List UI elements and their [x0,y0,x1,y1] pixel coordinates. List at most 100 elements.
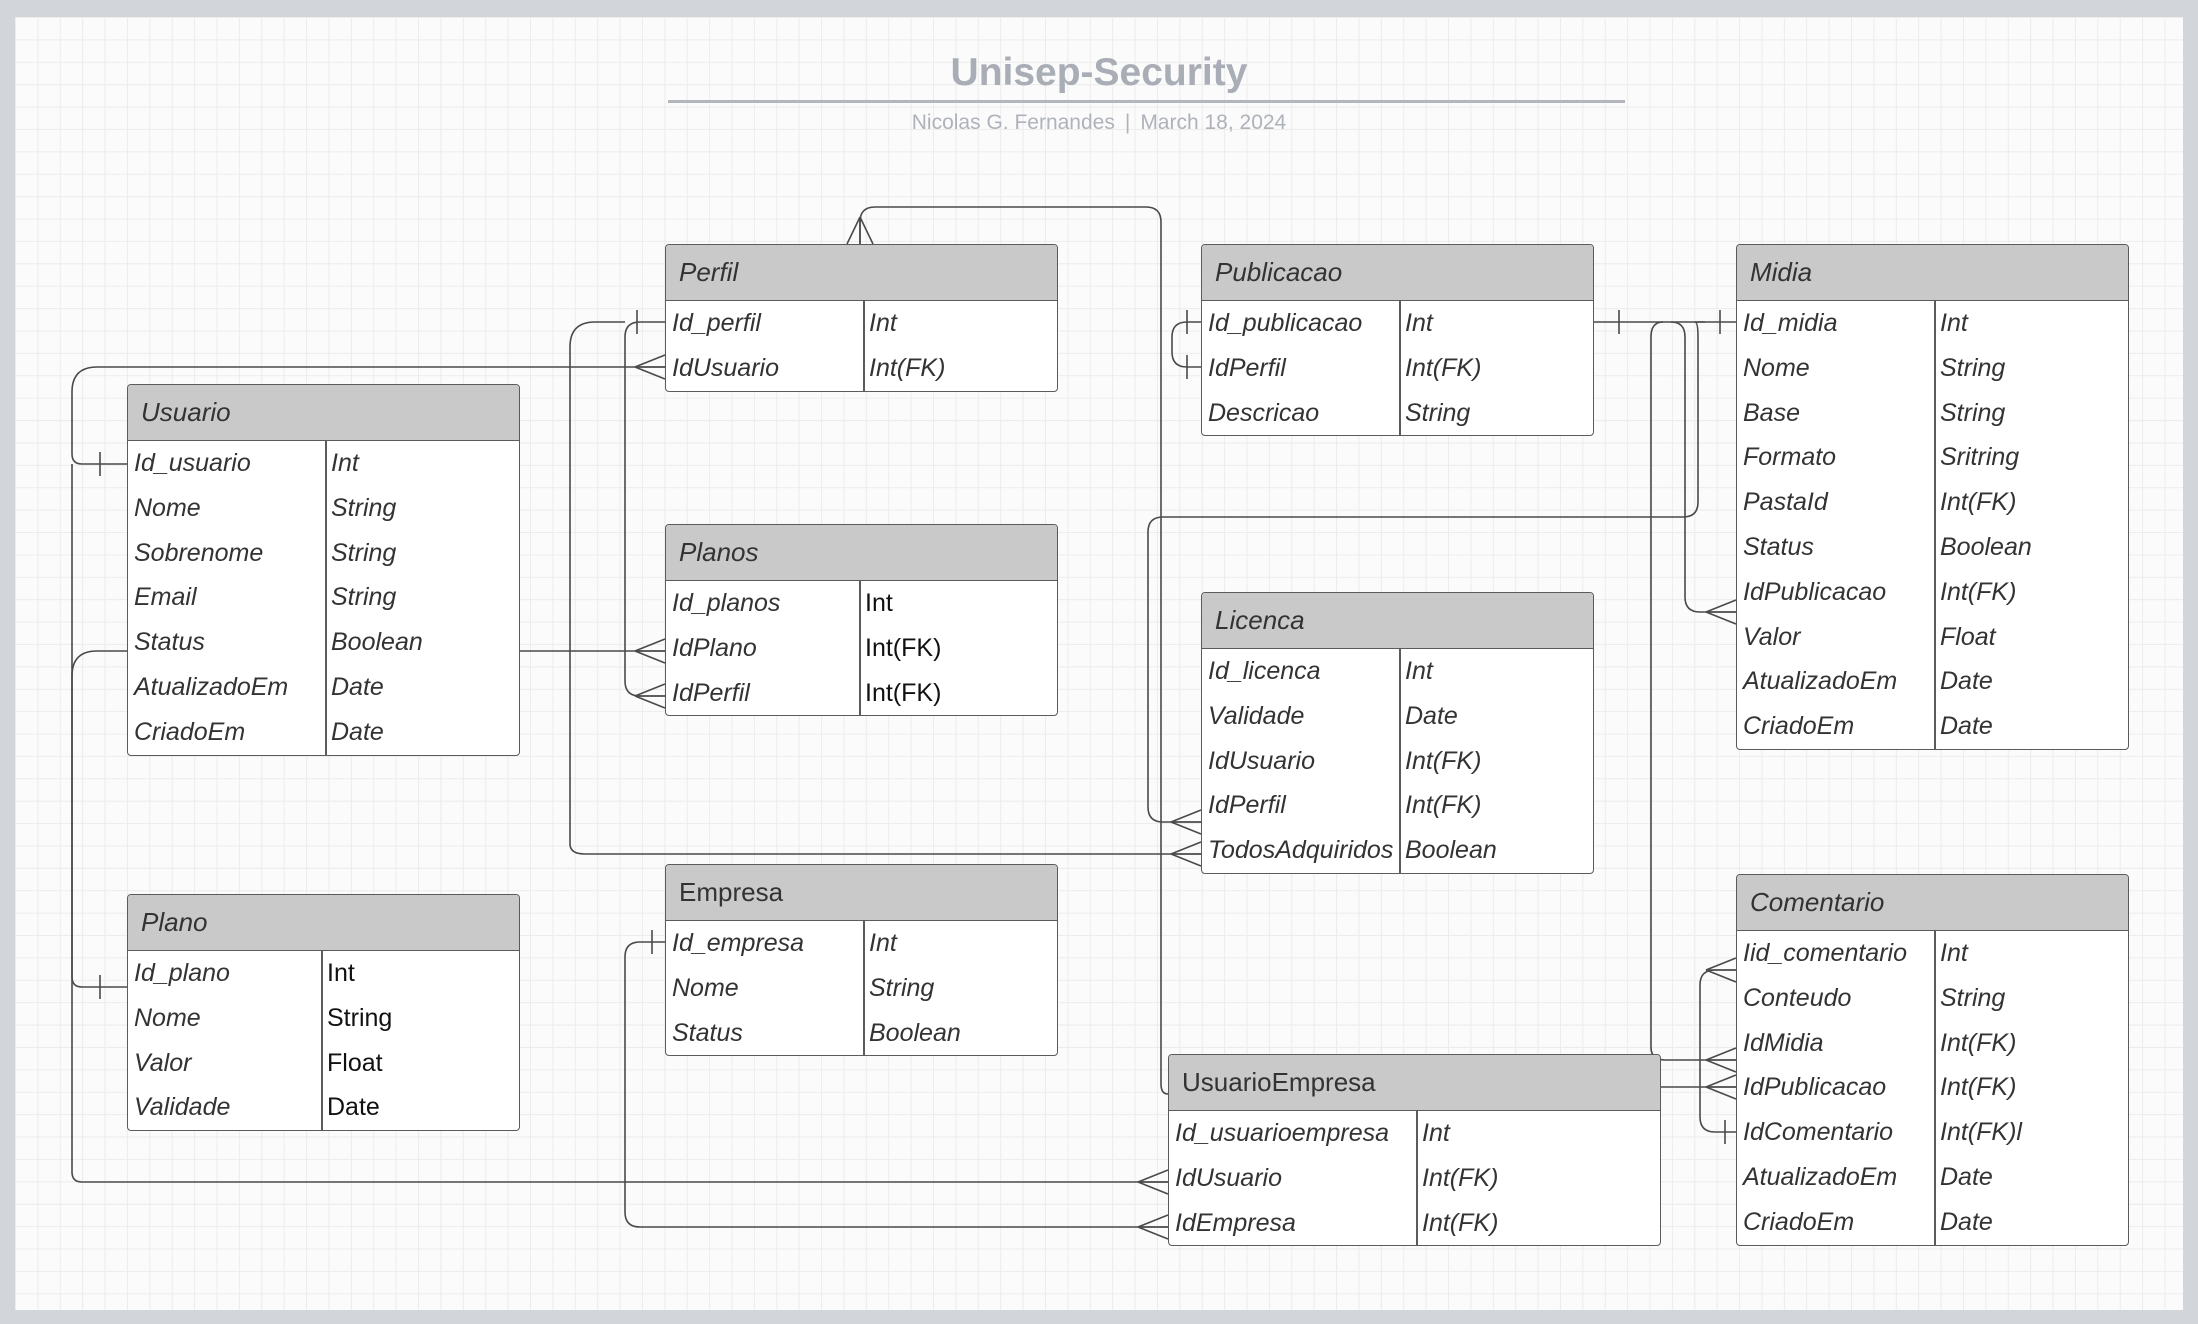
field-name: Iid_comentario [1743,939,1907,967]
crow-foot-marker [1170,841,1202,867]
field-name: Status [1743,532,1814,561]
field-type: Int [327,959,355,987]
field-type: Date [1940,1207,1993,1236]
field-name: Status [672,1018,743,1047]
entity-title: Licenca [1202,593,1593,649]
diagram-date: March 18, 2024 [1140,111,1287,134]
field-name: IdPerfil [1208,353,1286,382]
title-divider [668,100,1625,103]
field-name: Validade [134,1093,231,1122]
link-usuario-usuarioempresa [71,650,1168,1183]
field-type: Int(FK) [1940,1073,2017,1102]
field-row[interactable]: IdPublicacao Int(FK) [1737,1065,2128,1110]
crow-foot-marker [846,216,874,245]
field-type: Boolean [1405,836,1497,865]
field-name: AtualizadoEm [134,672,289,701]
field-type: Int(FK) [1422,1163,1499,1192]
field-name: Valor [1743,622,1801,651]
field-type: Date [331,672,384,701]
field-name: PastaId [1743,488,1828,517]
field-name: IdPlano [672,633,757,662]
subtitle-separator: | [1124,111,1131,134]
field-name: IdMidia [1743,1028,1824,1057]
field-row[interactable]: AtualizadoEm Date [128,665,519,710]
field-type: Int(FK) [1405,746,1482,775]
field-name: AtualizadoEm [1743,667,1898,696]
column-divider [859,581,861,716]
field-name: Email [134,583,197,612]
field-name: IdPublicacao [1743,1073,1887,1102]
column-divider [863,921,865,1056]
field-type: Sritring [1940,443,2020,472]
link-perfil-licenca [569,321,1201,855]
entity-title: Plano [128,895,519,951]
field-type: String [331,493,397,522]
field-name: IdPerfil [1208,791,1286,820]
field-type: Int [1405,657,1433,685]
field-name: Conteudo [1743,983,1852,1012]
field-row[interactable]: Status Boolean [666,1011,1057,1056]
entity-title: Perfil [666,245,1057,301]
field-type: Boolean [869,1018,961,1047]
relationship-connectors [71,206,1737,1240]
field-name: IdUsuario [672,353,779,382]
link-midia-licenca [1147,321,1705,823]
field-name: Id_empresa [672,929,805,957]
crow-foot-marker [634,638,666,664]
